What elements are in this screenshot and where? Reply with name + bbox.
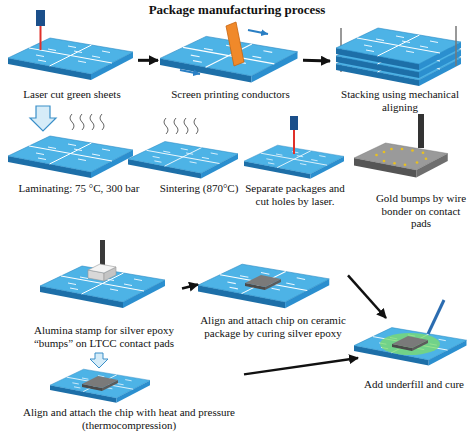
dispensing-needle [428,300,444,334]
underfill [380,333,440,355]
laser-head [290,116,298,130]
process-step: Align and attach the chip with heat and … [14,350,244,431]
laser-beam [40,26,42,50]
ltcc-board [128,142,238,179]
ltcc-board [354,328,467,366]
process-step: Add underfill and cure [358,318,470,391]
heat-waves [164,118,198,134]
chip [245,275,281,290]
stamp-handle [100,240,105,267]
step-caption: Sintering (870°C) [158,182,240,195]
motion-arrow [248,30,268,34]
motion-arrow [180,70,200,74]
ltcc-board [336,28,461,70]
process-step: Laminating: 75 °C, 300 bar [4,118,154,195]
flow-arrow [348,275,386,318]
process-step: Screen printing conductors [158,20,303,101]
process-step: Sintering (870°C) [158,118,240,195]
step-caption: Gold bumps by wire bonder on contact pad… [372,192,470,230]
step-caption: Align and attach chip on ceramic package… [198,314,348,339]
process-step: Align and attach chip on ceramic package… [198,248,348,339]
diagram-title: Package manufacturing process [0,2,474,18]
flow-arrow [138,59,158,62]
ltcc-board [50,369,150,403]
flow-arrow [244,358,358,374]
ltcc-board [160,36,298,82]
ltcc-board [8,38,133,80]
flow-arrow [182,285,198,289]
step-caption: Align and attach the chip with heat and … [14,406,244,431]
flow-arrow [303,59,330,63]
process-step: Stacking using mechanical aligning [330,18,470,113]
gray-board [354,143,448,178]
laser-beam [293,130,295,154]
process-step: Laser cut green sheets [6,20,138,101]
laser-head [36,10,45,26]
pressure-arrow [90,353,108,368]
ltcc-board [8,136,133,178]
step-caption: Screen printing conductors [158,88,303,101]
step-caption: Separate packages and cut holes by laser… [244,182,346,207]
step-caption: Laser cut green sheets [6,88,138,101]
alumina-stamp [88,264,116,273]
step-caption: Alumina stamp for silver epoxy “bumps” o… [26,324,182,349]
step-caption: Add underfill and cure [358,378,470,391]
pressure-arrow [30,106,56,131]
ltcc-board [198,264,329,308]
heat-waves [70,114,104,130]
alignment-pin [455,26,457,66]
squeegee [226,22,244,66]
process-step: Alumina stamp for silver epoxy “bumps” o… [26,248,182,349]
step-caption: Stacking using mechanical aligning [330,88,470,113]
chip [392,336,428,351]
process-step: Separate packages and cut holes by laser… [244,118,346,207]
step-caption: Laminating: 75 °C, 300 bar [4,182,154,195]
process-step: Gold bumps by wire bonder on contact pad… [372,118,470,230]
chip [82,376,118,391]
wire-bonder-tool [418,114,424,148]
